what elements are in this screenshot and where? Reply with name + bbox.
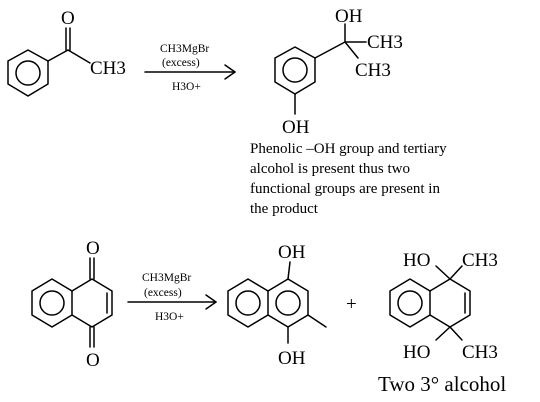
ring-to-quaternary-carbon-bond bbox=[314, 41, 346, 59]
reaction2: O O CH3MgBr (excess) H3O+ OH OH + bbox=[31, 238, 506, 396]
oxygen-bottom-label: O bbox=[86, 350, 100, 371]
benzene-ring bbox=[7, 49, 49, 97]
phenol-product-structure: OH CH3 CH3 OH bbox=[274, 6, 403, 138]
ring-to-carbonyl-bond bbox=[47, 49, 69, 62]
bottom-oh-label: OH bbox=[278, 348, 306, 369]
top-ho-label: HO bbox=[403, 250, 430, 271]
aromatic-circle bbox=[15, 60, 41, 86]
note-line-4: the product bbox=[250, 201, 319, 217]
tertiary-oh-label: OH bbox=[335, 6, 363, 27]
benzene-ring bbox=[274, 46, 316, 95]
note-line-1: Phenolic –OH group and tertiary bbox=[250, 141, 447, 157]
methyl-b-label: CH3 bbox=[355, 60, 391, 81]
workup-label: H3O+ bbox=[155, 311, 184, 323]
benzo-ring bbox=[227, 278, 269, 328]
reaction2-conditions: CH3MgBr (excess) H3O+ bbox=[127, 272, 217, 323]
aromatic-circle bbox=[39, 290, 65, 316]
bottom-methyl-bond bbox=[449, 326, 463, 341]
dihydro-ring bbox=[429, 278, 471, 328]
aromatic-circle-right bbox=[275, 290, 301, 316]
methyl-label: CH3 bbox=[90, 58, 126, 79]
top-oh-label: OH bbox=[278, 242, 306, 263]
bottom-methyl-label: CH3 bbox=[462, 342, 498, 363]
aromatic-circle-left bbox=[235, 290, 261, 316]
carbonyl-oxygen-label: O bbox=[61, 8, 75, 29]
acetophenone-structure: O CH3 bbox=[7, 8, 126, 97]
reaction-arrow-head bbox=[205, 294, 217, 310]
plus-sign: + bbox=[346, 294, 357, 315]
phenol-oh-label: OH bbox=[282, 117, 310, 138]
reagent-label: CH3MgBr bbox=[142, 272, 191, 284]
top-methyl-label: CH3 bbox=[462, 250, 498, 271]
aromatic-circle bbox=[397, 290, 423, 316]
excess-label: (excess) bbox=[144, 287, 182, 299]
reagent-label: CH3MgBr bbox=[160, 43, 209, 55]
bottom-ho-bond bbox=[435, 326, 451, 341]
diol-product-structure: OH OH bbox=[227, 242, 327, 369]
aromatic-circle bbox=[282, 57, 308, 83]
carbonyl-to-methyl-bond bbox=[67, 49, 91, 64]
top-ho-bond bbox=[435, 265, 451, 280]
benzo-ring bbox=[31, 278, 73, 328]
workup-label: H3O+ bbox=[172, 81, 201, 93]
tertiary-diol-product-structure: HO CH3 HO CH3 bbox=[389, 250, 498, 363]
naphthoquinone-structure: O O bbox=[31, 238, 113, 371]
note-line-3: functional groups are present in bbox=[250, 181, 440, 197]
oxygen-top-label: O bbox=[86, 238, 100, 259]
excess-label: (excess) bbox=[162, 57, 200, 69]
carbon-to-methyl-b-bond bbox=[344, 41, 359, 59]
top-methyl-bond bbox=[449, 265, 463, 280]
methyl-a-label: CH3 bbox=[367, 32, 403, 53]
caption-two-tertiary-alcohol: Two 3° alcohol bbox=[378, 372, 506, 396]
benzo-ring bbox=[389, 278, 431, 328]
reaction-arrow-head bbox=[224, 64, 236, 80]
reaction1-conditions: CH3MgBr (excess) H3O+ bbox=[144, 43, 236, 93]
note-line-2: alcohol is present thus two bbox=[250, 161, 410, 177]
quinone-ring bbox=[71, 278, 113, 328]
methyl-bond bbox=[307, 314, 327, 328]
top-oh-bond bbox=[287, 261, 291, 280]
bottom-ho-label: HO bbox=[403, 342, 430, 363]
hydroxy-ring bbox=[267, 278, 309, 328]
reaction1: O CH3 CH3MgBr (excess) H3O+ OH CH3 CH3 O… bbox=[7, 6, 447, 217]
